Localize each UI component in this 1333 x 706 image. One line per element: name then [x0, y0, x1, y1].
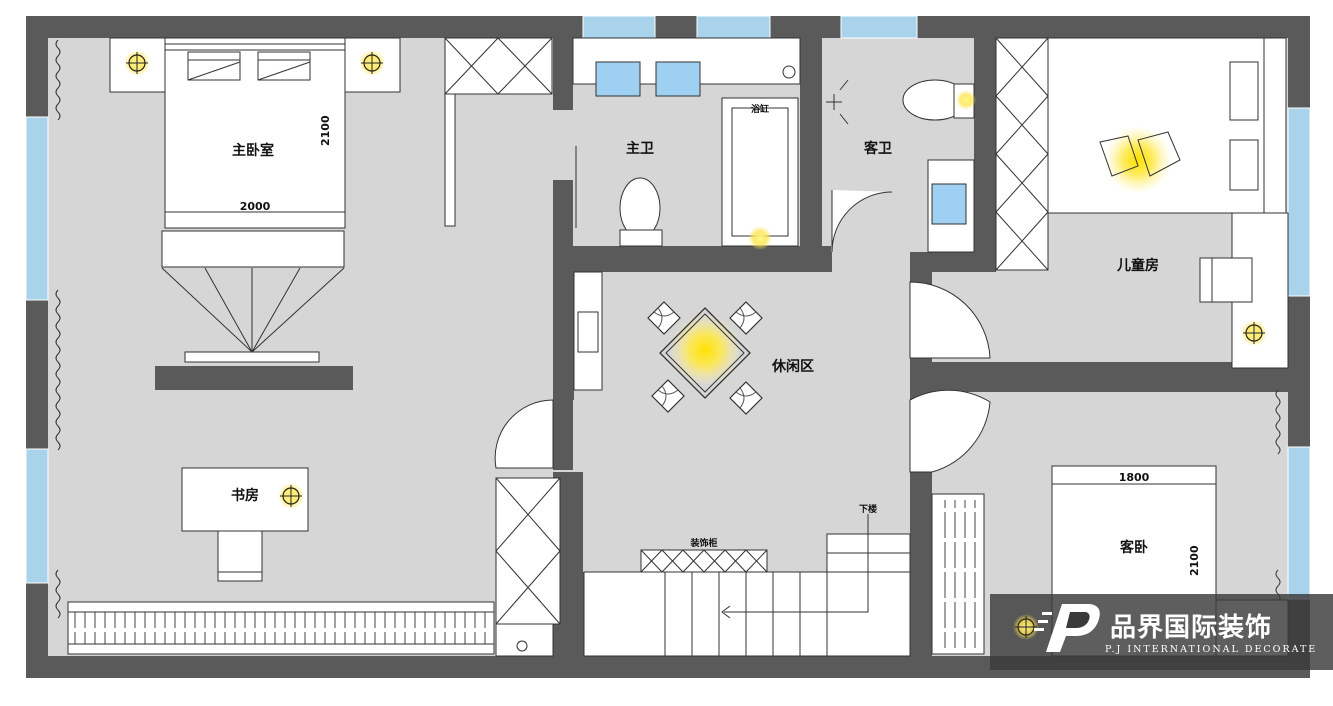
windows: [25, 15, 1311, 600]
brand-name-en: P.J INTERNATIONAL DECORATE: [1105, 644, 1317, 655]
room-label-kids-room: 儿童房: [1116, 257, 1159, 274]
kids-room-furniture: [995, 37, 1289, 369]
room-label-guest-bath: 客卫: [863, 140, 892, 157]
room-label-master-bath: 主卫: [626, 140, 654, 157]
brand-name-cn: 品界国际装饰: [1110, 613, 1272, 643]
master-bed: [109, 37, 401, 268]
room-label-lounge: 休闲区: [771, 358, 814, 375]
fixture-label-decor-cabinet: 装饰柜: [689, 537, 717, 549]
master-bath-fixtures: [572, 37, 801, 250]
brand-logo-icon: [1034, 604, 1100, 652]
ceiling-light-icon: [1240, 319, 1268, 347]
lounge-furniture: [573, 271, 768, 573]
dimension-guest-bed-width: 1800: [1119, 471, 1150, 484]
room-label-master-bedroom: 主卧室: [232, 142, 274, 159]
wardrobe: [444, 37, 553, 227]
entry-cabinet: [495, 477, 561, 657]
dimension-master-bed-length: 2100: [319, 115, 332, 146]
fixture-label-bathtub: 浴缸: [751, 103, 769, 115]
room-label-guest-bedroom: 客卧: [1119, 539, 1148, 556]
dimension-master-bed-width: 2000: [240, 200, 271, 213]
ceiling-light-icon: [358, 49, 386, 77]
tv-cabinet: [155, 267, 353, 390]
dimension-guest-bed-length: 2100: [1188, 545, 1201, 576]
guest-bath-fixtures: [826, 79, 976, 253]
ceiling-light-icon: [123, 49, 151, 77]
door-swings-right: [909, 281, 991, 473]
door-swing: [494, 399, 554, 469]
fixture-label-downstairs: 下楼: [859, 503, 877, 515]
room-label-study: 书房: [231, 487, 259, 504]
staircase: [583, 514, 911, 657]
bookshelf: [67, 601, 495, 655]
ceiling-light-icon: [277, 482, 305, 510]
watermark: 品界国际装饰 P.J INTERNATIONAL DECORATE: [990, 594, 1333, 670]
